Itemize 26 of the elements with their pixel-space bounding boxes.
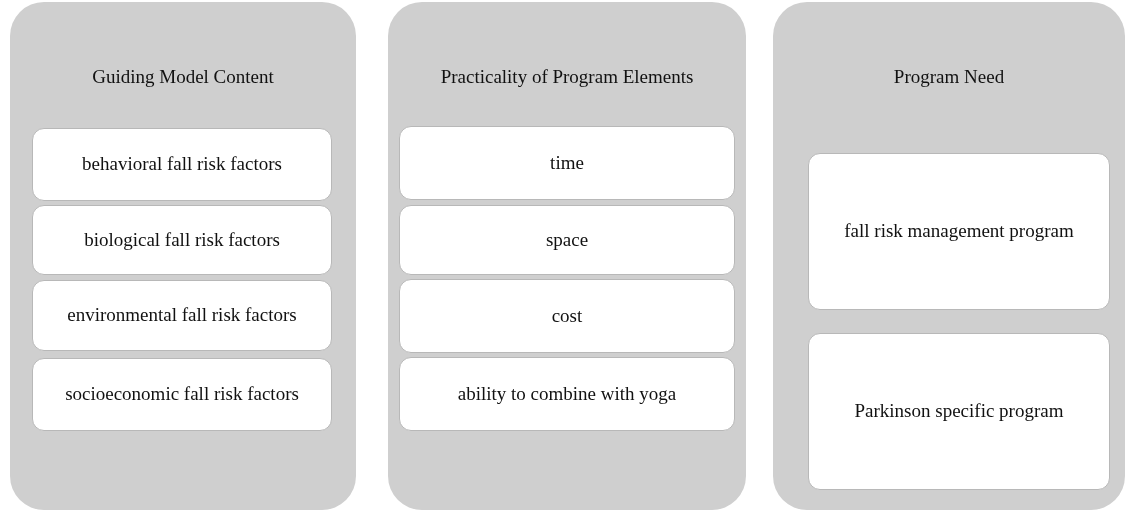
item-label: fall risk management program <box>843 220 1075 243</box>
item-label: ability to combine with yoga <box>456 382 678 406</box>
item-box <box>808 333 1110 490</box>
item-label: socioeconomic fall risk factors <box>64 383 300 406</box>
item-box <box>32 358 332 431</box>
item-label: behavioral fall risk factors <box>81 153 283 176</box>
item-box <box>32 205 332 275</box>
item-box <box>808 153 1110 310</box>
item-label: environmental fall risk factors <box>66 304 298 327</box>
column-heading: Practicality of Program Elements <box>440 65 694 89</box>
item-box <box>399 205 735 275</box>
column-heading: Guiding Model Content <box>92 65 274 89</box>
item-box <box>399 357 735 431</box>
item-box <box>32 128 332 201</box>
column-heading: Program Need <box>893 65 1005 89</box>
item-label: time <box>549 151 585 175</box>
column-panel <box>388 2 746 510</box>
column-panel <box>10 2 356 510</box>
item-label: Parkinson specific program <box>853 400 1065 423</box>
item-label: biological fall risk factors <box>83 228 281 252</box>
column-panel <box>773 2 1125 510</box>
item-box <box>32 280 332 351</box>
item-label: space <box>544 228 590 252</box>
item-label: cost <box>550 304 584 328</box>
item-box <box>399 126 735 200</box>
item-box <box>399 279 735 353</box>
